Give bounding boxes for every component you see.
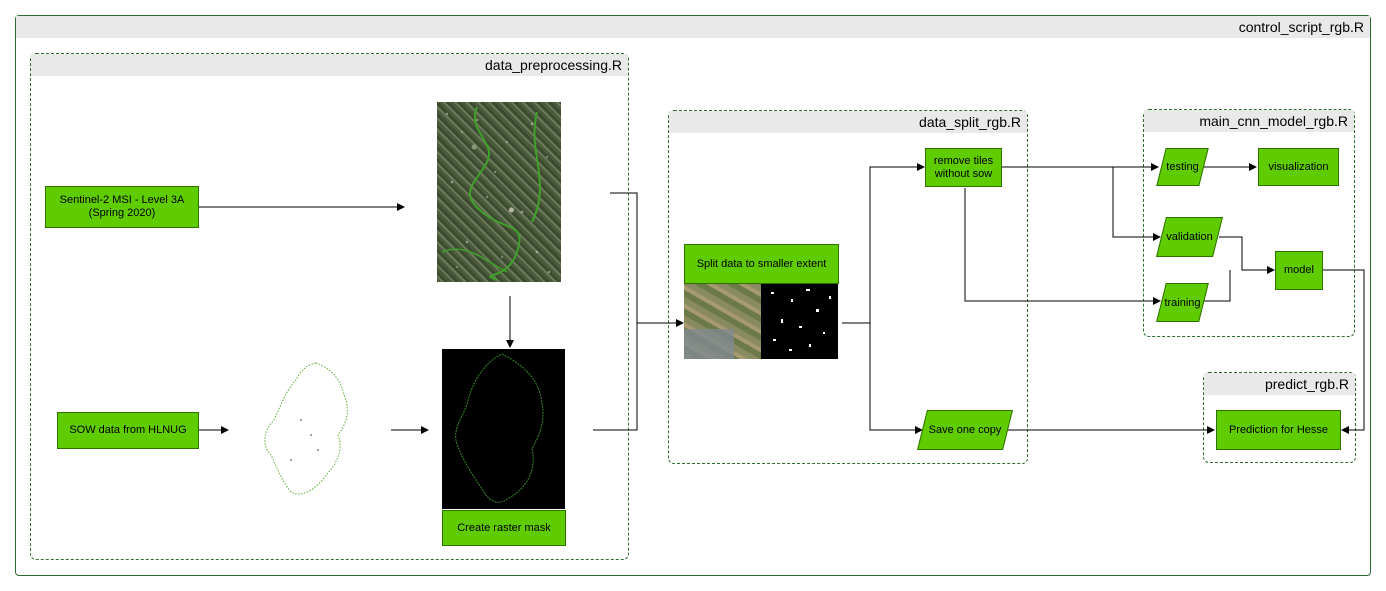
sentinel-box[interactable]: Sentinel-2 MSI - Level 3A (Spring 2020) — [45, 186, 199, 228]
preprocessing-title: data_preprocessing.R — [31, 54, 628, 76]
satellite-image — [437, 102, 561, 282]
save-copy-label: Save one copy — [928, 424, 1002, 436]
remove-tiles-box[interactable]: remove tiles without sow — [925, 148, 1002, 187]
model-title: main_cnn_model_rgb.R — [1144, 110, 1354, 132]
raster-mask-image — [442, 349, 565, 509]
preprocessing-frame: data_preprocessing.R — [30, 53, 629, 560]
validation-label: validation — [1166, 231, 1213, 243]
testing-label: testing — [1166, 161, 1199, 173]
model-frame: main_cnn_model_rgb.R — [1143, 109, 1355, 337]
training-label: training — [1164, 296, 1201, 309]
prediction-box[interactable]: Prediction for Hesse — [1216, 410, 1341, 450]
model-box[interactable]: model — [1275, 251, 1323, 290]
split-mask-image — [761, 284, 838, 359]
predict-frame: predict_rgb.R — [1203, 372, 1356, 463]
sow-data-box[interactable]: SOW data from HLNUG — [57, 412, 199, 449]
split-frame: data_split_rgb.R — [668, 110, 1028, 464]
validation-box[interactable]: validation — [1156, 217, 1223, 257]
create-raster-mask-box[interactable]: Create raster mask — [442, 510, 566, 546]
predict-title: predict_rgb.R — [1204, 373, 1355, 395]
visualization-box[interactable]: visualization — [1258, 148, 1339, 186]
split-title: data_split_rgb.R — [669, 111, 1027, 133]
training-box[interactable]: training — [1156, 283, 1209, 322]
control-script-frame: control_script_rgb.R — [15, 15, 1371, 576]
save-copy-box[interactable]: Save one copy — [917, 410, 1013, 450]
split-rgb-image — [684, 284, 761, 359]
testing-box[interactable]: testing — [1156, 148, 1209, 186]
control-script-title: control_script_rgb.R — [16, 16, 1370, 38]
split-data-box[interactable]: Split data to smaller extent — [684, 244, 839, 284]
sow-outline-image — [256, 360, 356, 500]
